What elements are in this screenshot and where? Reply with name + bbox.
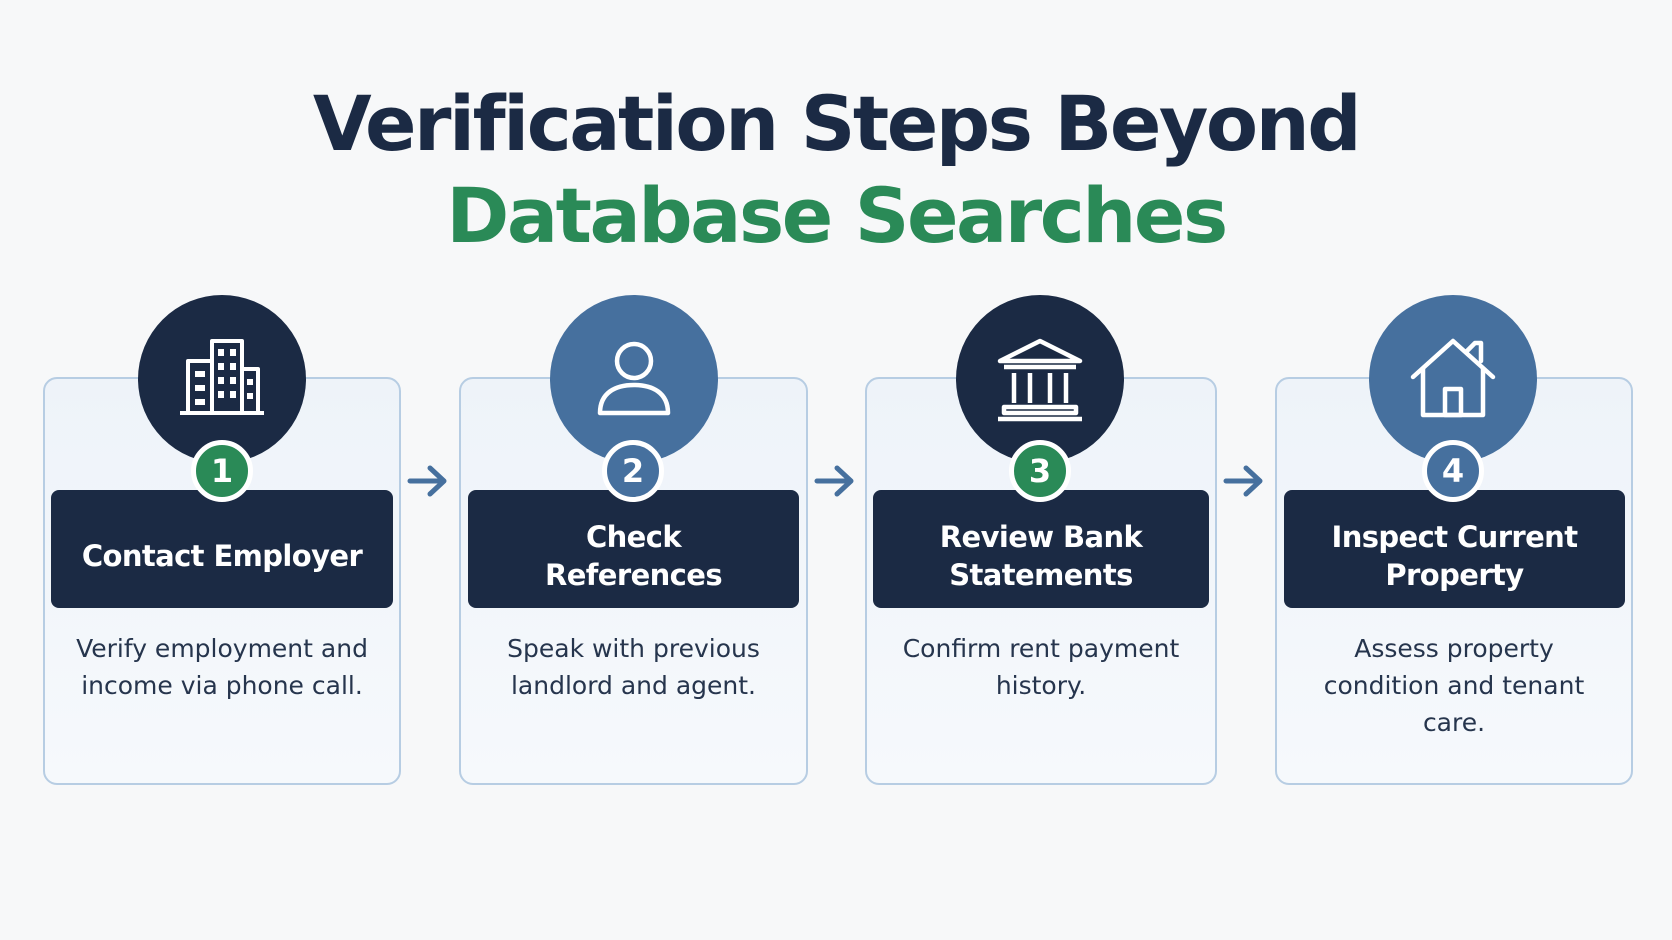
title-block: Verification Steps Beyond Database Searc… (0, 78, 1672, 262)
step-3-number-badge: 3 (1009, 440, 1071, 502)
step-1-icon-circle (138, 295, 306, 463)
title-line-2: Database Searches (446, 171, 1228, 260)
step-1-number-badge: 1 (191, 440, 253, 502)
person-icon (597, 341, 671, 416)
step-3-description: Confirm rent payment history. (902, 634, 1180, 700)
step-1-label: Contact Employer (51, 490, 393, 608)
step-4-number-badge: 4 (1422, 440, 1484, 502)
office-building-icon (180, 339, 264, 415)
step-3-label: Review Bank Statements (873, 490, 1209, 608)
house-icon (1410, 338, 1496, 418)
step-2-number-badge: 2 (602, 440, 664, 502)
arrow-right-icon (407, 465, 447, 497)
step-3-icon-circle (956, 295, 1124, 463)
step-4-description: Assess property condition and tenant car… (1323, 634, 1585, 737)
step-2-label: Check References (468, 490, 799, 608)
step-4-label: Inspect Current Property (1284, 490, 1625, 608)
step-1-description: Verify employment and income via phone c… (76, 634, 368, 700)
title-line-1: Verification Steps Beyond (312, 79, 1362, 168)
step-4-icon-circle (1369, 295, 1537, 463)
step-2-icon-circle (550, 295, 718, 463)
bank-icon (997, 338, 1083, 422)
step-2-description: Speak with previous landlord and agent. (507, 634, 760, 700)
arrow-right-icon (1223, 465, 1263, 497)
arrow-right-icon (814, 465, 854, 497)
